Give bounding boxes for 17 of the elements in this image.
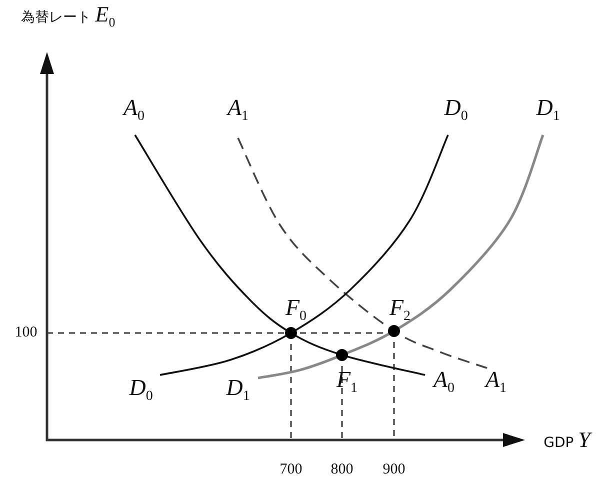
curve-label: A$_{0}$: [123, 96, 145, 124]
curve-label: D$_{0}$: [444, 96, 468, 124]
point-label: F$_{0}$: [285, 296, 307, 324]
curve-label: A$_{1}$: [227, 96, 249, 124]
curve-label: D$_{0}$: [129, 376, 153, 404]
tick-label: 800: [330, 462, 354, 477]
point-label: F$_{2}$: [389, 296, 411, 324]
tick-label: 700: [280, 462, 302, 477]
curve-label: A$_{0}$: [433, 368, 455, 396]
axis-label: GDP Y: [544, 429, 590, 451]
tick-label: 900: [382, 462, 406, 477]
point-label: F$_{1}$: [336, 368, 358, 396]
curve-label: A$_{1}$: [485, 368, 507, 396]
tick-label: 100: [14, 326, 38, 340]
curve-label: D$_{1}$: [536, 96, 560, 124]
curve-label: D$_{1}$: [226, 376, 250, 404]
axis-label: 為替レート E$_{0}$: [20, 4, 116, 28]
